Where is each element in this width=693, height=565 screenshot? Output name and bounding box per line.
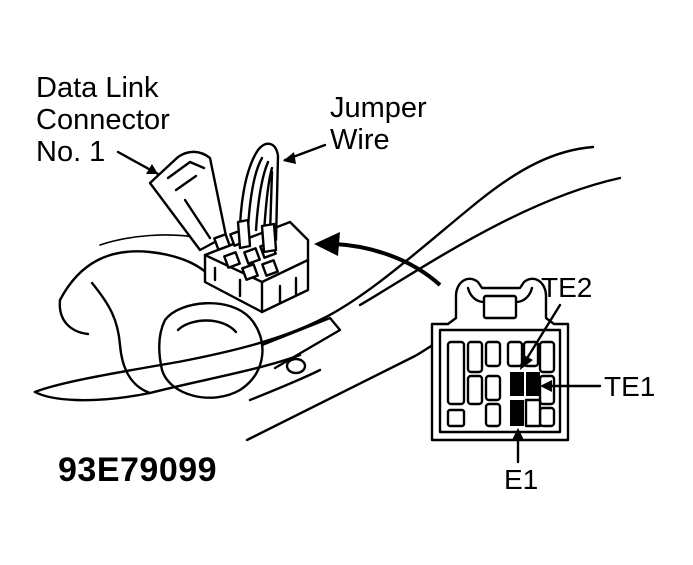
mounting-bracket — [158, 301, 342, 402]
jumper-wire-label: Jumper Wire — [330, 92, 427, 156]
dashboard-panel — [33, 145, 622, 442]
connector-face-detail — [430, 277, 570, 442]
pin-e1 — [510, 400, 524, 426]
te2-label: TE2 — [541, 272, 593, 303]
pin-te1 — [526, 372, 540, 396]
jumper-label-line-2: Wire — [330, 124, 390, 156]
figure-code: 93E79099 — [58, 451, 218, 489]
jumper-label-line-1: Jumper — [330, 92, 427, 124]
pin-callout-arrows — [512, 303, 602, 464]
dlc-label-line-3: No. 1 — [36, 136, 106, 168]
jumper-wire — [236, 142, 280, 254]
data-link-connector — [148, 150, 310, 314]
screw-boss — [285, 357, 307, 375]
data-link-connector-label: Data Link Connector No. 1 — [36, 72, 170, 168]
dlc-label-line-1: Data Link — [36, 72, 159, 104]
dlc-label-line-2: Connector — [36, 104, 170, 136]
pin-te2 — [510, 372, 524, 396]
leader-arrows — [116, 143, 327, 176]
detail-pointer-arrow — [314, 232, 442, 287]
te1-label: TE1 — [604, 371, 656, 402]
e1-label: E1 — [504, 464, 539, 495]
